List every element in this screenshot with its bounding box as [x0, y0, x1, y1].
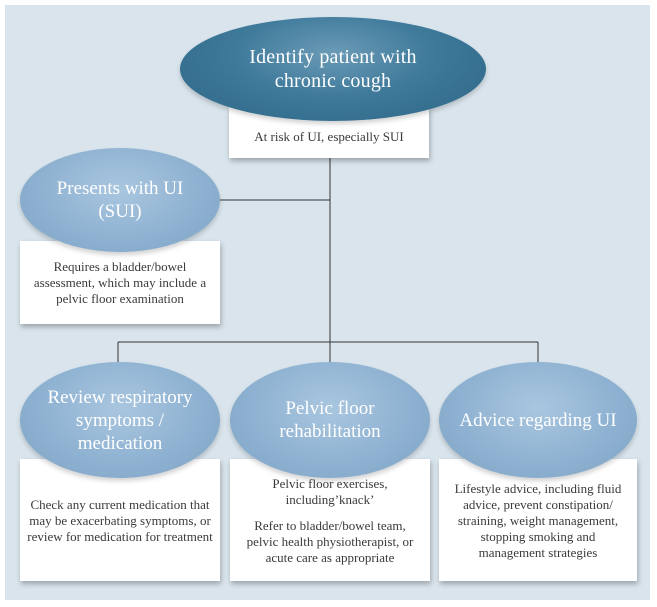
assessment-note-box: Requires a bladder/bowel assessment, whi… [20, 241, 220, 324]
lifestyle-note-box: Lifestyle advice, including fluid advice… [439, 459, 637, 581]
medication-note-box: Check any current medication that may be… [20, 459, 220, 581]
pelvic-floor-title: Pelvic floor rehabilitation [279, 398, 381, 442]
referral-text: Refer to bladder/bowel team, pelvic heal… [246, 518, 414, 565]
pelvic-exercises-text: Pelvic floor exercises, including’knack’ [272, 476, 388, 507]
identify-patient-title: Identify patient with chronic cough [249, 46, 417, 92]
advice-ui-oval: Advice regarding UI [439, 362, 637, 478]
assessment-note-text: Requires a bladder/bowel assessment, whi… [33, 259, 207, 306]
pelvic-floor-oval: Pelvic floor rehabilitation [230, 362, 430, 478]
presents-ui-oval: Presents with UI (SUI) [20, 148, 220, 252]
advice-ui-title: Advice regarding UI [459, 409, 617, 431]
presents-ui-title: Presents with UI (SUI) [56, 178, 184, 222]
pelvic-note-box: Pelvic floor exercises, including’knack’… [230, 459, 430, 581]
risk-note-text: At risk of UI, especially SUI [254, 129, 404, 144]
identify-patient-oval: Identify patient with chronic cough [180, 17, 486, 121]
review-respiratory-title: Review respiratory symptoms / medication [47, 386, 193, 454]
lifestyle-note-text: Lifestyle advice, including fluid advice… [454, 481, 622, 560]
review-respiratory-oval: Review respiratory symptoms / medication [20, 362, 220, 478]
medication-note-text: Check any current medication that may be… [27, 497, 213, 544]
